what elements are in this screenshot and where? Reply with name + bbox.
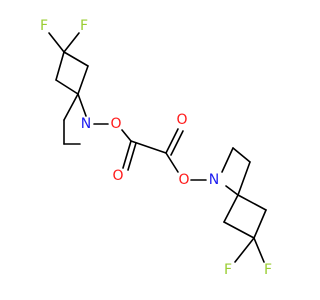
bond xyxy=(221,147,234,173)
nitrogen-label: N xyxy=(81,116,91,132)
oxygen-label: O xyxy=(178,172,189,188)
bond xyxy=(63,32,80,53)
structure-diagram: F F N O O O O N F F xyxy=(40,18,272,278)
bond xyxy=(55,51,65,81)
bond xyxy=(225,185,239,196)
bond xyxy=(223,194,239,223)
bond xyxy=(77,65,89,95)
upper-spiro-group xyxy=(48,32,89,145)
fluorine-label: F xyxy=(40,18,48,34)
bond xyxy=(121,129,132,142)
bond xyxy=(232,147,251,163)
oxygen-label: O xyxy=(110,116,121,132)
oxygen-label: O xyxy=(112,168,123,184)
bond xyxy=(122,140,132,169)
fluorine-label: F xyxy=(224,262,232,278)
bond xyxy=(223,221,255,239)
fluorine-label: F xyxy=(80,18,88,34)
bond xyxy=(130,140,167,154)
bond xyxy=(63,51,89,67)
bond xyxy=(63,93,79,121)
bond xyxy=(237,194,267,211)
oxygen-label: O xyxy=(176,112,187,128)
bond xyxy=(48,32,65,53)
bond xyxy=(237,161,251,196)
bond xyxy=(253,209,267,239)
bond xyxy=(77,93,87,117)
nitrogen-label: N xyxy=(209,172,219,188)
molecule-canvas: F F N O O O O N F F xyxy=(40,18,272,278)
bond xyxy=(234,237,255,263)
oxalate-linker xyxy=(93,123,207,181)
bond xyxy=(253,237,265,263)
bond xyxy=(170,130,184,156)
bond xyxy=(55,79,79,95)
lower-spiro-group xyxy=(221,147,267,263)
fluorine-label: F xyxy=(264,262,272,278)
bond xyxy=(165,152,179,173)
bond xyxy=(165,128,179,154)
bond xyxy=(127,142,137,171)
